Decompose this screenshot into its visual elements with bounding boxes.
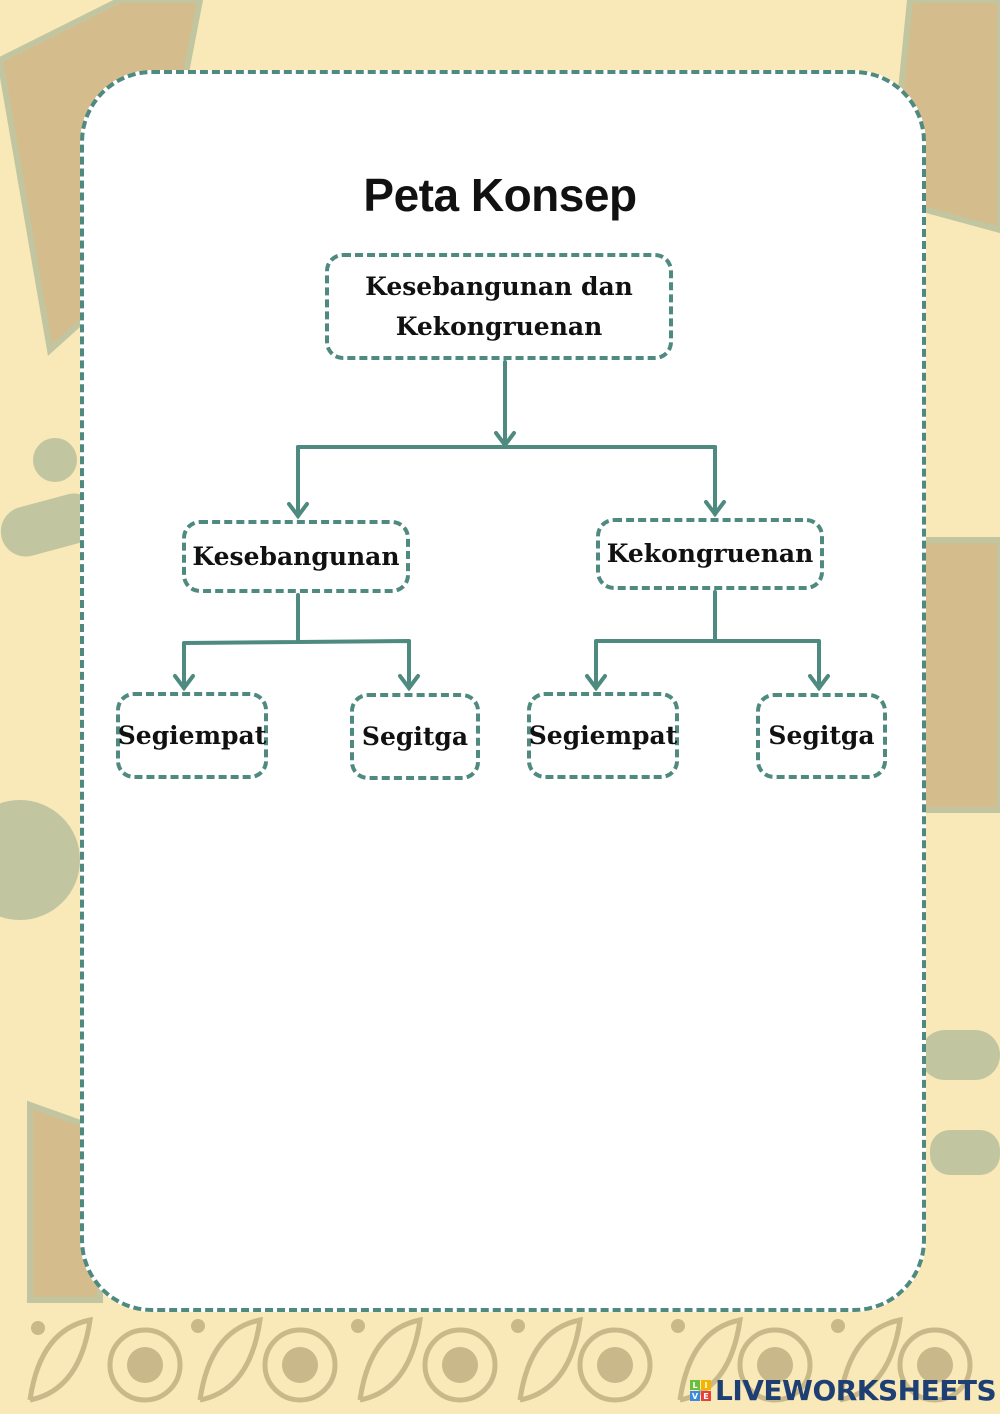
node-segiempat-kesebangunan: Segiempat [116, 692, 268, 779]
logo-cube-icon: L I V E [690, 1380, 711, 1401]
liveworksheets-logo: L I V E LIVEWORKSHEETS [690, 1374, 997, 1407]
logo-cube-letter: V [690, 1391, 700, 1401]
logo-cube-letter: L [690, 1380, 700, 1390]
logo-text: LIVEWORKSHEETS [715, 1374, 997, 1407]
arrow-head [585, 674, 830, 692]
node-segitga-kesebangunan: Segitga [350, 693, 480, 780]
page-title: Peta Konsep [363, 169, 637, 221]
node-kesebangunan: Kesebangunan [182, 520, 410, 593]
root-label-line1: Kesebangunan dan [365, 271, 633, 301]
root-node: Kesebangunan dan Kekongruenan [325, 253, 673, 360]
connector-kekongruenan-down [594, 590, 821, 690]
node-segiempat-kekongruenan: Segiempat [527, 692, 679, 779]
arrow-head [173, 674, 420, 692]
root-label-line2: Kekongruenan [395, 311, 603, 341]
arrow-head [287, 502, 309, 520]
connector-kesebangunan-down [182, 593, 411, 690]
logo-cube-letter: I [701, 1380, 711, 1390]
node-segitga-kekongruenan: Segitga [756, 693, 887, 779]
arrow-head [704, 500, 726, 518]
node-kekongruenan: Kekongruenan [596, 518, 824, 590]
logo-cube-letter: E [701, 1391, 711, 1401]
